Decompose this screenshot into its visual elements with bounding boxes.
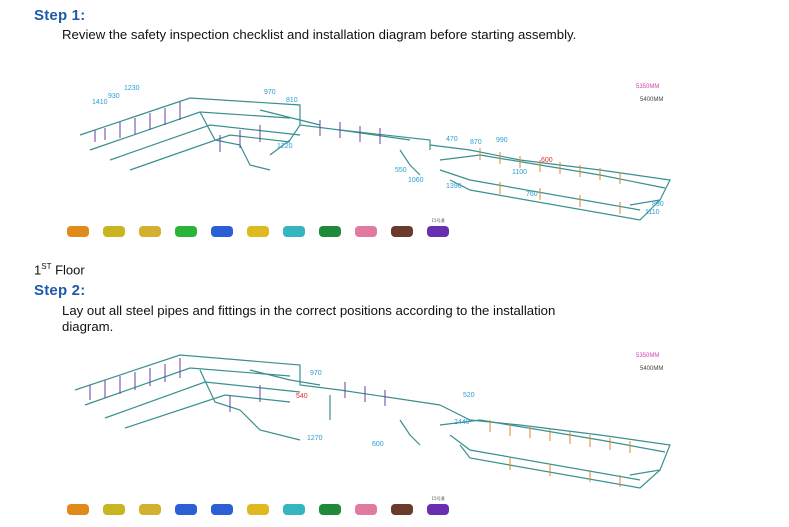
legend-item — [168, 496, 204, 515]
fitting-icon — [355, 504, 377, 515]
fitting-icon — [67, 226, 89, 237]
diagram1-label: 470 — [446, 136, 458, 143]
diagram1-label: 600 — [541, 157, 553, 164]
legend-item — [204, 218, 240, 237]
legend-item — [276, 218, 312, 237]
installation-diagram-1: 1230 930 1410 970 810 1220 470 870 990 5… — [79, 84, 671, 221]
fitting-icon — [175, 504, 197, 515]
legend-item — [168, 218, 204, 237]
diagram1-label: 1410 — [92, 99, 108, 106]
step2-text-line2: diagram. — [62, 319, 114, 334]
legend-item — [60, 218, 96, 237]
diagram1-label: 870 — [470, 139, 482, 146]
fitting-icon — [67, 504, 89, 515]
diagram1-label: 890 — [652, 201, 664, 208]
fitting-icon — [247, 504, 269, 515]
diagram1-label: 990 — [496, 137, 508, 144]
fitting-icon — [211, 504, 233, 515]
fitting-icon — [355, 226, 377, 237]
diagram1-label: 1110 — [645, 209, 660, 216]
legend-item — [204, 496, 240, 515]
fitting-icon — [283, 504, 305, 515]
fitting-icon — [247, 226, 269, 237]
legend-item — [312, 496, 348, 515]
fitting-icon — [427, 504, 449, 515]
diagram1-label: 550 — [395, 167, 407, 174]
legend-row-2: 15号通 — [60, 496, 456, 515]
legend-item — [240, 218, 276, 237]
diagram1-label: 1100 — [512, 169, 527, 176]
diagram1-label: 970 — [264, 89, 276, 96]
fitting-icon — [211, 226, 233, 237]
diagram2-info: 5350MM — [636, 353, 659, 359]
diagram1-label: 1390 — [446, 183, 462, 190]
fitting-icon — [103, 504, 125, 515]
legend-item — [96, 496, 132, 515]
fitting-icon — [175, 226, 197, 237]
diagram1-label: 810 — [286, 97, 298, 104]
fitting-icon — [391, 226, 413, 237]
diagram1-label: 1060 — [408, 177, 424, 184]
legend-item — [132, 218, 168, 237]
diagram1-info: 5350MM — [636, 84, 659, 90]
fitting-icon — [319, 226, 341, 237]
diagram1-label: 760 — [526, 191, 538, 198]
step1-title: Step 1: — [34, 7, 86, 24]
diagram2-label: 540 — [296, 393, 308, 400]
legend-row-1: 15号通 — [60, 218, 456, 237]
installation-diagram-2: 970 1270 520 2440 600 540 5350MM 5400MM — [74, 353, 671, 489]
legend-item — [96, 218, 132, 237]
diagram2-label: 2440 — [454, 419, 470, 426]
fitting-icon — [139, 226, 161, 237]
legend-item — [132, 496, 168, 515]
floor-label: 1ST Floor — [34, 262, 85, 278]
diagram1-label: 1230 — [124, 85, 140, 92]
diagram2-info: 5400MM — [640, 366, 663, 372]
legend-item — [312, 218, 348, 237]
step2-title: Step 2: — [34, 282, 86, 299]
legend-item — [348, 496, 384, 515]
legend-item — [60, 496, 96, 515]
fitting-icon — [391, 504, 413, 515]
diagram2-label: 520 — [463, 392, 475, 399]
diagram2-label: 1270 — [307, 435, 323, 442]
diagram2-label: 970 — [310, 370, 322, 377]
step2-text-line1: Lay out all steel pipes and fittings in … — [62, 303, 556, 318]
fitting-icon — [103, 226, 125, 237]
fitting-icon — [139, 504, 161, 515]
legend-item — [384, 496, 420, 515]
step1-text: Review the safety inspection checklist a… — [62, 27, 577, 42]
legend-item — [384, 218, 420, 237]
legend-item: 15号通 — [420, 218, 456, 237]
diagram1-label: 930 — [108, 93, 120, 100]
fitting-icon — [319, 504, 341, 515]
fitting-icon — [427, 226, 449, 237]
diagram2-label: 600 — [372, 441, 384, 448]
diagram1-info: 5400MM — [640, 97, 663, 103]
diagram1-label: 1220 — [277, 143, 293, 150]
legend-item — [348, 218, 384, 237]
legend-item — [240, 496, 276, 515]
legend-item: 15号通 — [420, 496, 456, 515]
legend-item — [276, 496, 312, 515]
fitting-icon — [283, 226, 305, 237]
